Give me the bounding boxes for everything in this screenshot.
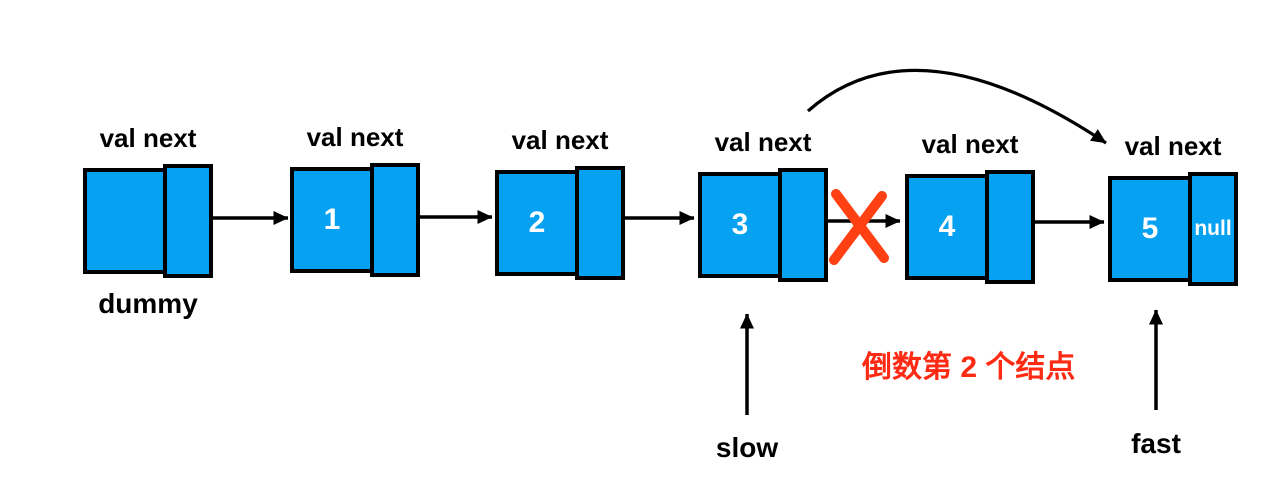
node-3: val next 3 — [698, 127, 828, 282]
node-value: 3 — [731, 208, 749, 241]
node-fields-label: val next — [714, 127, 812, 157]
val-box — [83, 168, 167, 274]
cross-icon — [829, 189, 889, 265]
next-value: null — [1194, 217, 1232, 240]
next-box — [370, 163, 420, 277]
next-box — [778, 168, 828, 282]
node-fields-label: val next — [306, 122, 404, 152]
dummy-caption: dummy — [98, 288, 198, 319]
next-box — [575, 166, 625, 280]
node-fields-label: val next — [511, 125, 609, 155]
node-fields-label: val next — [1124, 131, 1222, 161]
node-2: val next 2 — [495, 125, 625, 280]
val-box: 4 — [905, 174, 989, 280]
val-box: 2 — [495, 170, 579, 276]
nth-from-end-annotation: 倒数第 2 个结点 — [862, 351, 1076, 384]
next-box: null — [1188, 172, 1238, 286]
node-value: 4 — [938, 210, 956, 243]
node-fields-label: val next — [921, 129, 1019, 159]
node-1: val next 1 — [290, 122, 420, 277]
node-5: val next 5 null — [1108, 131, 1238, 286]
node-fields-label: val next — [99, 123, 197, 153]
next-box — [985, 170, 1035, 284]
node-value: 2 — [528, 206, 546, 239]
val-box: 1 — [290, 167, 374, 273]
node-dummy: val next — [83, 123, 213, 278]
slow-pointer-label: slow — [715, 432, 779, 463]
node-value: 1 — [323, 203, 341, 236]
val-box: 3 — [698, 172, 782, 278]
next-box — [163, 164, 213, 278]
val-box: 5 — [1108, 176, 1192, 282]
node-value: 5 — [1141, 212, 1159, 245]
fast-pointer-label: fast — [1131, 428, 1181, 459]
node-4: val next 4 — [905, 129, 1035, 284]
